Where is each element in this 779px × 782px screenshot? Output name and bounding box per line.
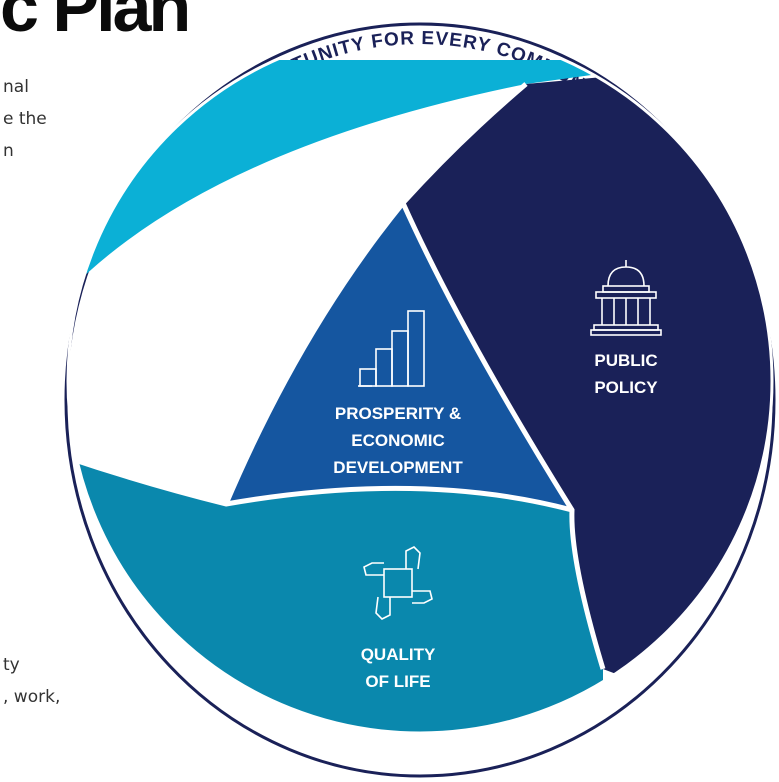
public-policy-label: PUBLIC [594,351,657,370]
divider-line [68,445,573,513]
body-text-line: n [3,141,14,161]
body-text-line: e the [3,109,47,129]
bar-chart-icon [358,310,425,387]
prosperity-label: ECONOMIC [351,431,445,450]
quality-of-life-label: OF LIFE [365,672,430,691]
joined-hands-icon [363,546,433,620]
divider-line [223,82,528,505]
education-label: EDUCATION, [108,350,213,369]
capitol-building-icon [590,260,662,336]
divider-line [400,201,606,670]
quality-of-life-label: QUALITY [361,645,436,664]
education-label: WORKFORCE [103,404,216,423]
body-text-line: ty [3,655,20,675]
prosperity-section [226,203,572,510]
public-policy-section [403,60,772,733]
prosperity-label: DEVELOPMENT [333,458,463,477]
prosperity-label: PROSPERITY & [335,404,461,423]
inner-ring-edge [66,27,774,735]
body-text-line: , work, [3,687,61,707]
lightbulb-icon [125,256,195,328]
education-label: TALENT & [119,377,202,396]
public-policy-label: POLICY [594,378,658,397]
page-title: c Plan [0,0,191,46]
body-text-line: nal [3,77,29,97]
education-section [68,60,700,520]
